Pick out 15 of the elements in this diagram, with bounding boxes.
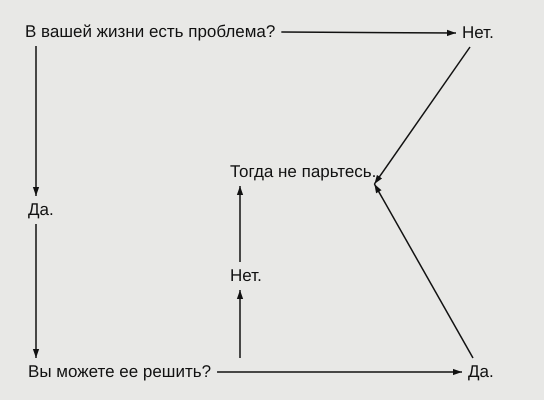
arrow bbox=[236, 186, 244, 262]
flow-label: Вы можете ее решить? bbox=[28, 362, 212, 382]
flow-label: Да. bbox=[28, 200, 54, 220]
arrow bbox=[374, 46, 471, 184]
arrow bbox=[374, 184, 474, 358]
flow-label: Нет. bbox=[230, 266, 262, 286]
flow-label: В вашей жизни есть проблема? bbox=[25, 22, 276, 42]
arrow bbox=[281, 30, 456, 36]
arrow bbox=[32, 224, 40, 358]
flow-label: Да. bbox=[468, 362, 494, 382]
flow-label: Тогда не парьтесь. bbox=[230, 162, 376, 182]
arrow bbox=[217, 368, 462, 376]
flow-label: Нет. bbox=[462, 23, 494, 43]
arrow bbox=[32, 46, 40, 196]
arrow bbox=[236, 290, 244, 358]
